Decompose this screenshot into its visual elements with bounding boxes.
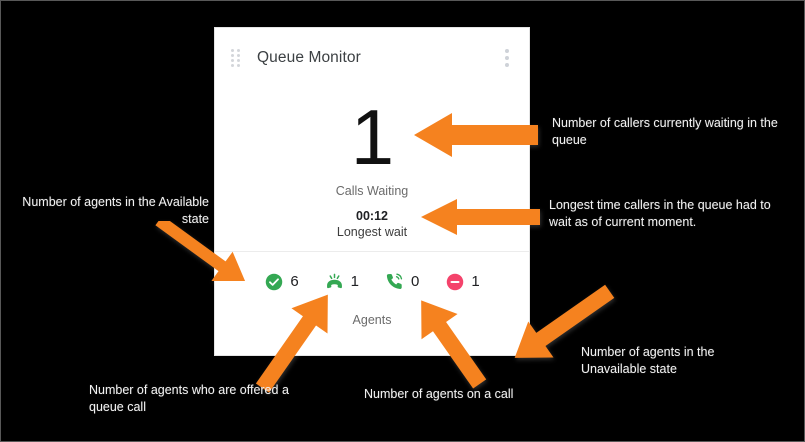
arrow-calls-waiting [414,113,538,157]
longest-wait-label: Longest wait [336,225,408,239]
annotation-longest-wait: Longest time callers in the queue had to… [549,198,771,229]
ringing-phone-icon [325,272,344,291]
annotation-available-agents: Number of agents in the Available state [22,195,209,226]
agent-stat-oncall[interactable]: 0 [385,272,419,291]
agent-count-offered: 1 [350,273,359,290]
arrow-oncall-agents [421,300,487,389]
calls-waiting-label: Calls Waiting [335,184,409,198]
agents-section: 6 1 [215,252,529,355]
agent-stat-unavailable[interactable]: 1 [445,272,480,291]
agent-count-oncall: 0 [411,273,420,290]
annotation-unavailable-agents: Number of agents in the Unavailable stat… [581,345,715,376]
kebab-menu-icon[interactable] [499,47,515,69]
arrow-longest-wait [421,199,540,235]
check-circle-icon [264,272,283,291]
drag-dots-icon[interactable] [231,49,241,67]
agents-label: Agents [352,313,392,327]
card-header: Queue Monitor [215,28,529,88]
arrow-available-agents [155,221,247,281]
annotation-oncall-agents: Number of agents on a call [364,387,514,401]
agent-stat-available[interactable]: 6 [264,272,299,291]
agent-count-unavailable: 1 [471,273,480,290]
agent-status-row: 6 1 [264,272,480,291]
agent-stat-offered[interactable]: 1 [325,272,359,291]
annotation-offered-agents: Number of agents who are offered a queue… [89,383,289,414]
agent-count-available: 6 [290,273,299,290]
calls-waiting-value: 1 [350,93,394,181]
annotation-calls-waiting: Number of callers currently waiting in t… [552,116,778,147]
phone-in-call-icon [385,272,404,291]
arrow-offered-agents [255,294,328,393]
queue-monitor-card: Queue Monitor 1 Calls Waiting 00:12 Long… [214,27,530,356]
card-title: Queue Monitor [257,49,361,66]
arrow-unavailable-agents [514,284,615,358]
longest-wait-value: 00:12 [356,209,388,223]
calls-waiting-section: 1 Calls Waiting 00:12 Longest wait [215,88,529,252]
minus-circle-icon [445,272,464,291]
